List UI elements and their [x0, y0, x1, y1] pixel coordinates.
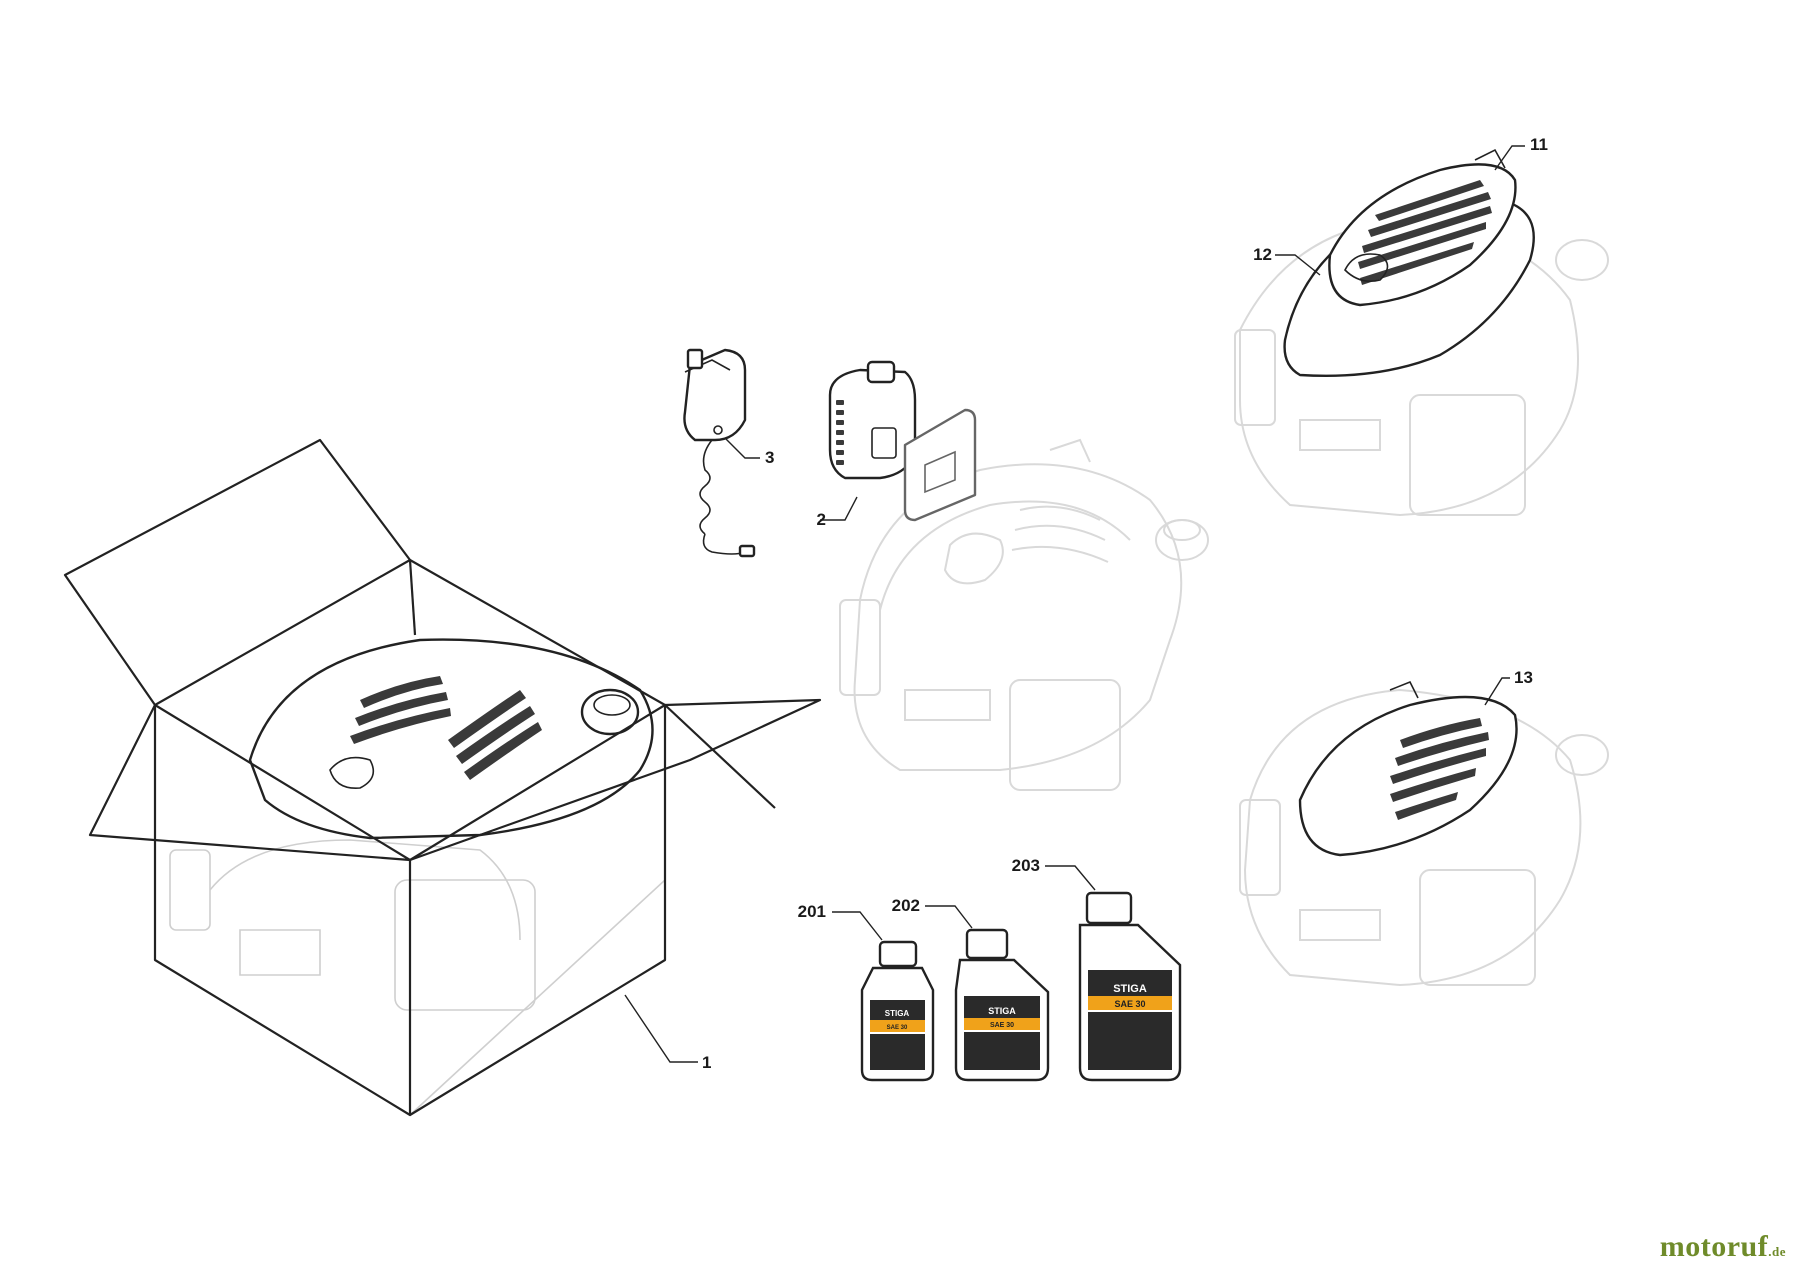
battery-holder-2 — [903, 408, 977, 522]
bottle-brand-201: STIGA — [885, 1009, 910, 1018]
leader-lines — [624, 145, 1525, 1063]
battery-2 — [828, 360, 917, 480]
battery-vents — [836, 400, 844, 465]
bottle-grade-203: SAE 30 — [1114, 999, 1145, 1009]
air-filter-cover-assembly — [1283, 148, 1535, 378]
box-with-engine-1 — [63, 438, 822, 1117]
cover-vents-13 — [1390, 718, 1489, 820]
ghost-engine-bottom-right — [1239, 688, 1609, 987]
oil-bottle-203: STIGA SAE 30 — [1078, 891, 1182, 1082]
callout-1: 1 — [702, 1053, 711, 1072]
watermark-tld: .de — [1768, 1244, 1786, 1259]
ghost-engine-center — [839, 438, 1209, 791]
callout-202: 202 — [892, 896, 920, 915]
filter-grill-11 — [1358, 180, 1492, 285]
bottle-grade-201: SAE 30 — [887, 1025, 908, 1031]
callout-201: 201 — [798, 902, 826, 921]
callout-203: 203 — [1012, 856, 1040, 875]
callout-13: 13 — [1514, 668, 1533, 687]
engine-vents — [350, 676, 542, 780]
bottle-brand-203: STIGA — [1113, 983, 1147, 995]
callout-11: 11 — [1530, 135, 1548, 154]
callout-labels: 1 2 3 11 12 13 201 202 203 — [702, 135, 1548, 1072]
bottle-grade-202: SAE 30 — [990, 1022, 1014, 1029]
oil-bottle-201: STIGA SAE 30 — [860, 940, 935, 1082]
bottle-brand-202: STIGA — [988, 1006, 1016, 1016]
callout-3: 3 — [765, 448, 774, 467]
site-watermark: motoruf.de — [1660, 1230, 1786, 1264]
callout-12: 12 — [1253, 245, 1272, 264]
oil-bottle-202: STIGA SAE 30 — [954, 928, 1050, 1082]
watermark-site: motoruf — [1659, 1230, 1769, 1263]
charger-3 — [683, 348, 756, 558]
engine-top-cover-13 — [1298, 680, 1518, 857]
callout-2: 2 — [817, 510, 826, 529]
